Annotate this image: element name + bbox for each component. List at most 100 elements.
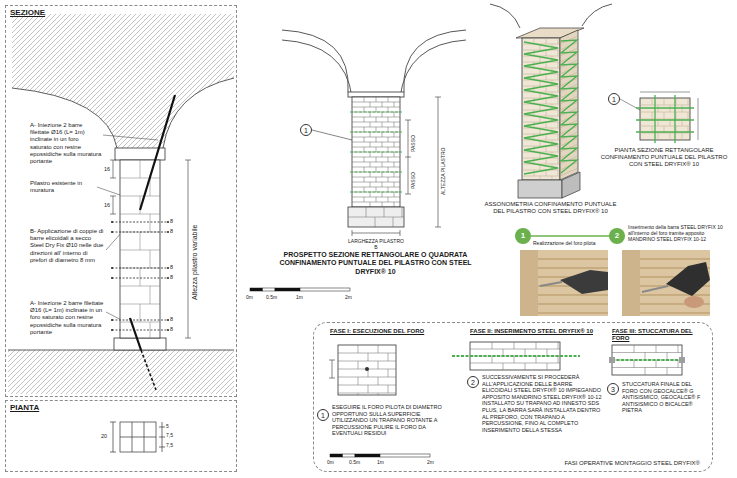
view-title: SEZIONE xyxy=(10,9,45,17)
brick-texture xyxy=(370,182,371,187)
photo xyxy=(642,286,668,292)
brick-texture xyxy=(364,107,365,112)
brick-texture xyxy=(382,162,383,167)
brick-texture xyxy=(634,360,635,368)
brick-texture xyxy=(552,176,553,180)
annotation-text: ASSONOMETRIA CONFINAMENTO PUNTUALE DEL P… xyxy=(483,201,618,215)
dimension-lines xyxy=(185,160,191,161)
brick-texture xyxy=(656,345,657,353)
brick-texture xyxy=(536,356,537,363)
brick-texture xyxy=(376,137,377,142)
brick-texture xyxy=(376,177,377,182)
scale-bar xyxy=(330,454,343,457)
brick-texture xyxy=(338,385,396,386)
scale-bar xyxy=(330,454,430,457)
plan-bars xyxy=(636,107,694,108)
brick-texture xyxy=(514,342,515,349)
brick-texture xyxy=(376,167,377,172)
steel-bar xyxy=(452,356,580,357)
plan-section xyxy=(110,422,165,452)
brick-texture xyxy=(546,38,547,44)
brick-texture xyxy=(370,172,371,177)
brick-texture xyxy=(394,152,395,157)
dimension-value: 8 xyxy=(170,274,173,281)
plan-leader xyxy=(640,92,690,93)
brick-texture xyxy=(640,112,690,113)
brick-texture xyxy=(370,142,371,147)
brick-texture xyxy=(338,393,396,394)
brick-texture xyxy=(364,167,365,172)
brick-texture xyxy=(612,352,682,353)
brick-texture xyxy=(667,368,668,376)
brick-texture xyxy=(388,187,389,192)
plan-section xyxy=(159,447,165,448)
brick-texture xyxy=(370,112,371,117)
brick-texture xyxy=(382,122,383,127)
brick-texture xyxy=(338,345,396,395)
brick-texture xyxy=(514,356,515,363)
step-circle: 2 xyxy=(609,228,625,244)
dimension-value: 0m xyxy=(246,294,253,300)
brick-texture xyxy=(634,345,635,353)
brick-texture xyxy=(382,192,383,197)
helical-bars xyxy=(167,221,169,223)
dimension-value: 20 xyxy=(101,433,107,440)
brick-texture xyxy=(376,97,377,102)
photo xyxy=(622,250,710,316)
steel-bar-sealed xyxy=(609,357,685,363)
brick-texture xyxy=(676,98,677,105)
brick-texture xyxy=(640,98,690,140)
brick-texture xyxy=(640,98,690,140)
axonometric-side xyxy=(518,30,580,198)
axonometric-arches xyxy=(582,4,612,26)
phase-panel-dimensions xyxy=(329,360,335,378)
scale-bar xyxy=(263,288,276,291)
brick-texture xyxy=(140,304,141,322)
dimension-value: 7,5 xyxy=(166,442,173,448)
photo xyxy=(560,270,608,294)
plan-leader xyxy=(620,92,698,140)
brick-texture xyxy=(558,342,559,349)
brick-texture xyxy=(540,176,541,180)
helical-bars xyxy=(111,221,113,223)
helical-bars xyxy=(111,231,113,233)
brick-texture xyxy=(364,177,365,182)
brick-texture xyxy=(492,356,493,363)
pilot-hole xyxy=(365,367,369,371)
photo xyxy=(666,262,710,296)
plan-bars xyxy=(636,95,694,143)
brick-texture xyxy=(558,146,559,152)
dimension-lines xyxy=(185,338,191,339)
phase-panel-dimensions xyxy=(329,360,335,361)
steel-bar-sealed xyxy=(679,357,685,363)
view-title: PIANTA xyxy=(10,404,39,412)
brick-texture xyxy=(652,112,653,119)
callout-circle: 1 xyxy=(300,124,312,136)
elevation-dimensions xyxy=(405,194,411,195)
brick-texture xyxy=(376,127,377,132)
dimension-lines xyxy=(113,196,114,214)
brick-texture xyxy=(388,353,389,361)
brick-texture xyxy=(394,132,395,137)
annotation-text: PIANTA SEZIONE RETTANGOLARE CONFINAMENTO… xyxy=(598,147,730,169)
brick-texture xyxy=(558,86,559,92)
annotation-text: Realizzazione del foro pilota xyxy=(533,240,596,246)
brick-texture xyxy=(612,345,682,375)
elevation-dimensions xyxy=(312,130,352,140)
axonometric-side xyxy=(518,180,562,198)
dimension-value: 8 xyxy=(170,218,173,225)
scale-bar xyxy=(343,454,356,457)
brick-texture xyxy=(382,112,383,117)
brick-texture xyxy=(150,250,151,268)
brick-texture xyxy=(376,187,377,192)
brick-texture xyxy=(348,217,404,218)
brick-texture xyxy=(140,160,141,178)
brick-texture xyxy=(678,345,679,353)
confinement-marks xyxy=(350,192,402,193)
brick-texture xyxy=(140,268,141,286)
brick-texture xyxy=(558,158,559,164)
pilot-hole xyxy=(365,367,369,371)
brick-texture xyxy=(522,38,560,180)
dimension-value: 0.5m xyxy=(349,459,360,465)
